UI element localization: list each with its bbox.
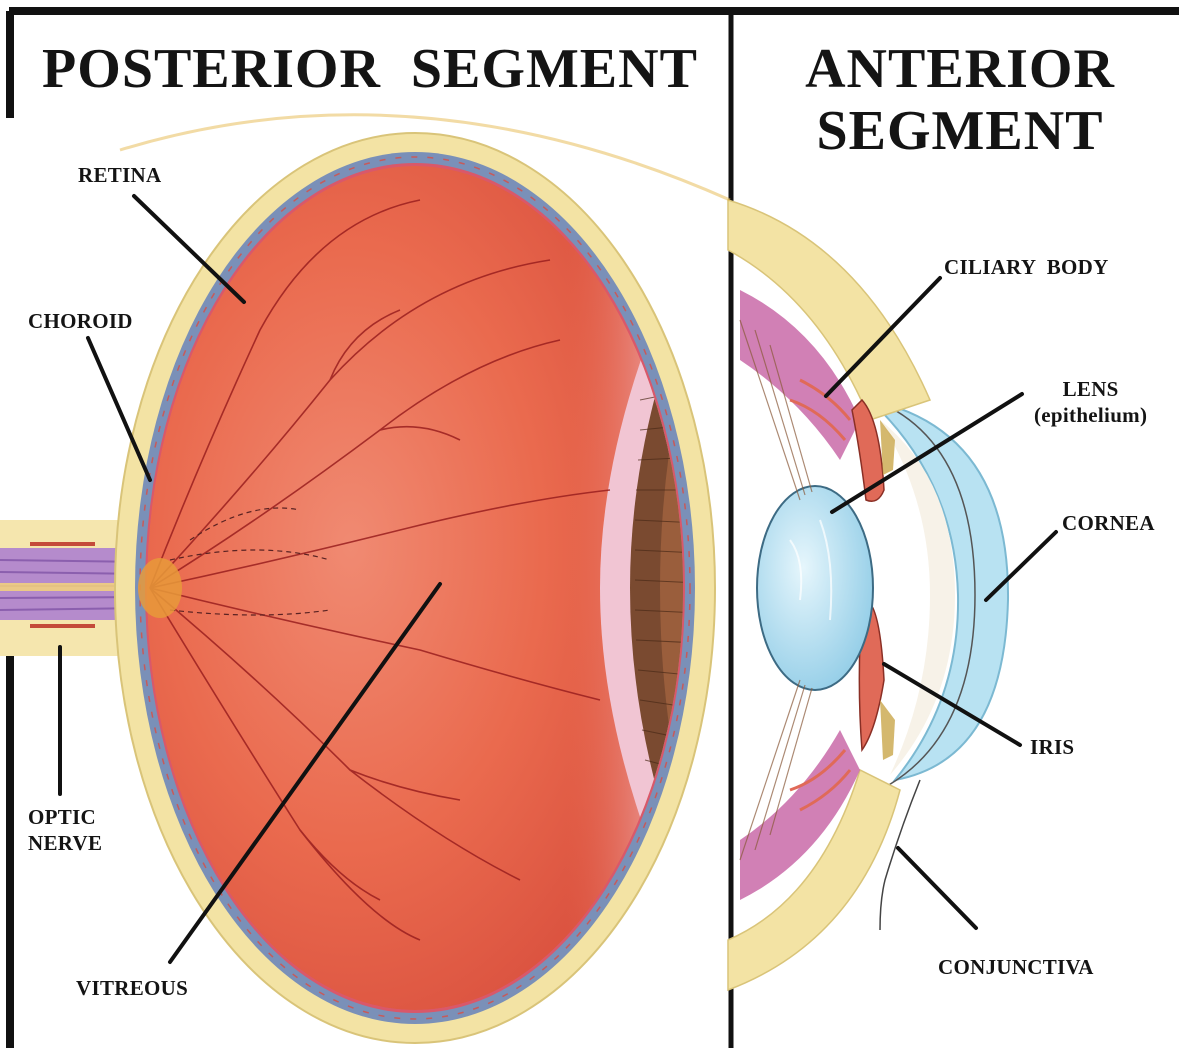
- conjunctiva-label: CONJUNCTIVA: [938, 954, 1094, 980]
- lens-label-line2: (epithelium): [1034, 402, 1147, 428]
- anterior-segment-header: ANTERIOR SEGMENT: [760, 38, 1160, 162]
- anterior-header-line1: ANTERIOR: [760, 38, 1160, 100]
- lens-label: LENS (epithelium): [1034, 376, 1147, 428]
- retina-label: RETINA: [78, 162, 161, 188]
- lens-label-line1: LENS: [1034, 376, 1147, 402]
- anterior-header-line2: SEGMENT: [760, 100, 1160, 162]
- optic-nerve-label-line2: NERVE: [28, 830, 102, 856]
- choroid-label: CHOROID: [28, 308, 133, 334]
- lens: [757, 486, 873, 690]
- conjunctiva-leader-line: [898, 848, 976, 928]
- vitreous-label: VITREOUS: [76, 975, 188, 1001]
- optic-disc: [138, 558, 182, 618]
- cornea-label: CORNEA: [1062, 510, 1155, 536]
- posterior-segment-header: POSTERIOR SEGMENT: [40, 38, 700, 100]
- iris-label: IRIS: [1030, 734, 1074, 760]
- ciliary-body-label: CILIARY BODY: [944, 254, 1109, 280]
- optic-nerve-label-line1: OPTIC: [28, 804, 102, 830]
- optic-nerve-label: OPTIC NERVE: [28, 804, 102, 856]
